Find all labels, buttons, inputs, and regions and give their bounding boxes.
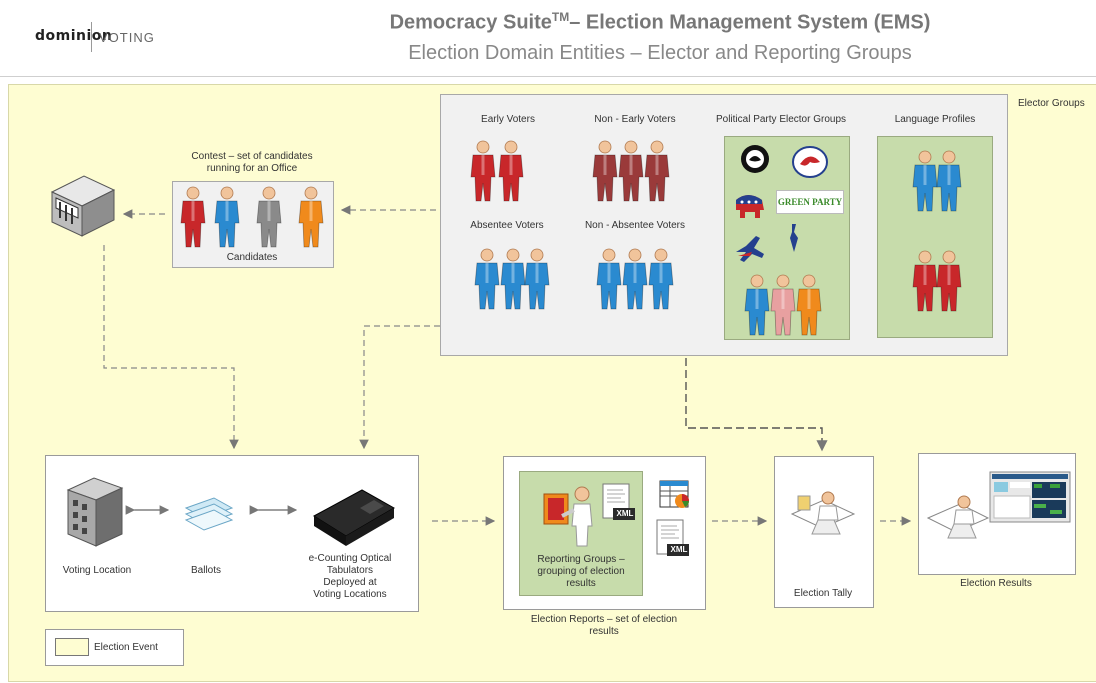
page-subtitle: Election Domain Entities – Elector and R…: [408, 42, 912, 64]
header: dominion VOTING Democracy SuiteTM– Elect…: [0, 0, 1096, 77]
voting-location-icon: [66, 477, 124, 547]
person-icon: [214, 186, 240, 248]
republican-elephant-icon: [736, 195, 764, 218]
xml-document-icon-2: [656, 519, 689, 556]
xml-document-icon: [602, 483, 635, 520]
arrow-elector-to-event: [359, 325, 440, 450]
person-icon: [744, 274, 770, 336]
voting-location-label: Voting Location: [62, 565, 132, 576]
person-icon: [298, 186, 324, 248]
person-icon: [592, 140, 618, 202]
election-tally-label: Election Tally: [793, 588, 853, 599]
xml-badge-2: XML: [670, 545, 688, 554]
language-profiles-label: Language Profiles: [894, 114, 976, 125]
person-icon: [936, 250, 962, 312]
person-icon: [596, 248, 622, 310]
election-results-label: Election Results: [960, 578, 1032, 589]
ballots-label: Ballots: [190, 565, 221, 576]
results-dashboard-icon: [989, 471, 1071, 523]
office-building-icon: [50, 175, 116, 237]
person-icon: [500, 248, 526, 310]
person-icon: [474, 248, 500, 310]
party-seal-icon: [741, 145, 769, 173]
person-icon: [912, 250, 938, 312]
legend-swatch: [55, 638, 89, 656]
person-icon: [470, 140, 496, 202]
person-icon: [524, 248, 550, 310]
logo-dominion: dominion: [35, 28, 113, 44]
person-icon: [648, 248, 674, 310]
person-icon: [796, 274, 822, 336]
arrow-elector-to-tally: [685, 358, 828, 452]
legend-label: Election Event: [94, 642, 158, 653]
election-tally-icon: [790, 491, 856, 535]
candidates-label: Candidates: [226, 252, 278, 263]
person-icon: [644, 140, 670, 202]
reporting-analyst-icon: [543, 486, 593, 547]
person-icon: [936, 150, 962, 212]
party-bird-seal-icon: [792, 146, 828, 178]
ballots-icon: [184, 497, 234, 531]
elector-groups-label: Elector Groups: [1018, 98, 1085, 109]
non-absentee-voters-label: Non - Absentee Voters: [584, 220, 686, 231]
early-voters-label: Early Voters: [481, 114, 535, 125]
arrow-office-to-event: [103, 245, 239, 450]
non-early-voters-label: Non - Early Voters: [594, 114, 676, 125]
spreadsheet-chart-icon: [659, 480, 689, 508]
political-party-groups-label: Political Party Elector Groups: [715, 114, 847, 125]
tabulator-icon: [313, 489, 396, 546]
person-icon: [912, 150, 938, 212]
absentee-voters-label: Absentee Voters: [470, 220, 544, 231]
person-icon: [498, 140, 524, 202]
logo-divider: [91, 22, 92, 52]
results-analyst-icon: [926, 495, 990, 539]
person-icon: [618, 140, 644, 202]
liberty-torch-icon: [790, 224, 798, 252]
green-party-logo: GREEN PARTY: [776, 190, 844, 214]
person-icon: [770, 274, 796, 336]
democrat-donkey-icon: [736, 236, 764, 262]
xml-badge: XML: [616, 509, 634, 518]
logo-voting: VOTING: [99, 30, 155, 45]
page-title: Democracy SuiteTM– Election Management S…: [389, 10, 931, 34]
person-icon: [622, 248, 648, 310]
person-icon: [180, 186, 206, 248]
person-icon: [256, 186, 282, 248]
